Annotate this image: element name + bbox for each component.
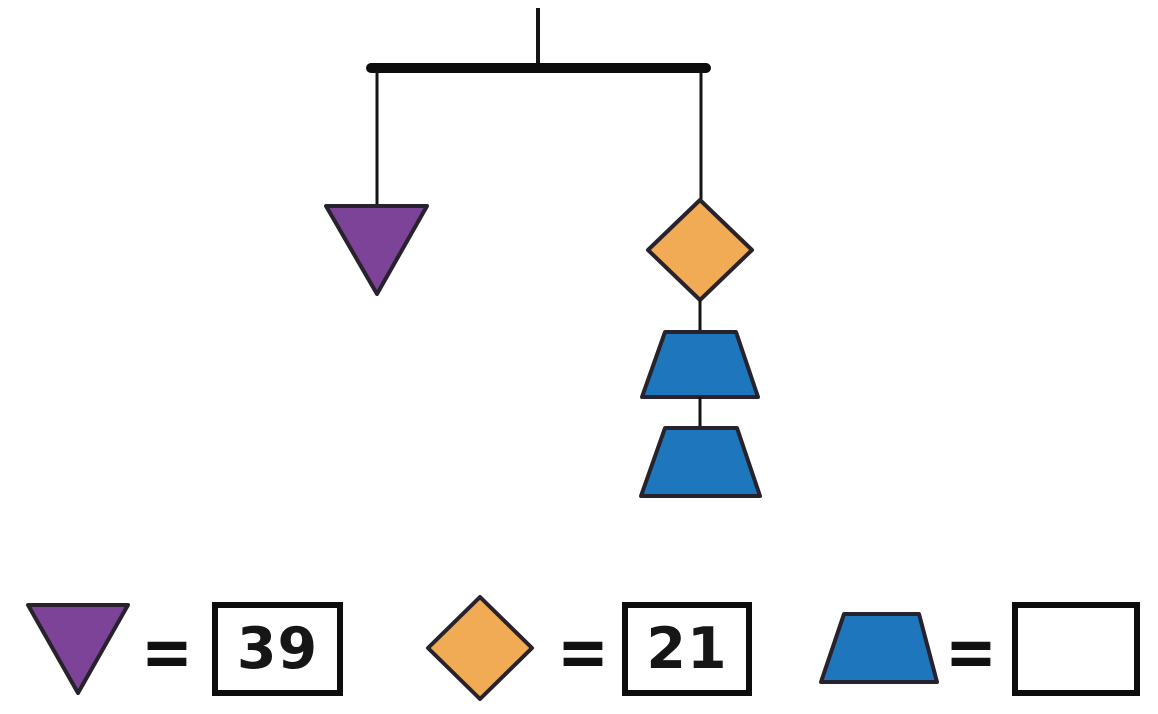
equals-sign: =	[557, 609, 609, 693]
mobile-diagram	[324, 8, 762, 498]
diamond-icon	[426, 595, 534, 701]
triangle-value-box: 39	[212, 602, 343, 696]
trapezoid-weight-1	[640, 330, 760, 399]
triangle-value: 39	[236, 615, 319, 682]
diamond-value-box: 21	[622, 602, 752, 696]
diamond-weight	[646, 198, 754, 302]
triangle-icon	[26, 603, 130, 695]
triangle-weight	[324, 204, 429, 296]
trapezoid-icon	[819, 612, 939, 684]
trapezoid-weight-2	[639, 426, 762, 498]
trapezoid-answer-box[interactable]	[1012, 602, 1140, 696]
diamond-value: 21	[646, 615, 728, 682]
equals-sign: =	[141, 609, 193, 693]
equals-sign: =	[945, 609, 997, 693]
